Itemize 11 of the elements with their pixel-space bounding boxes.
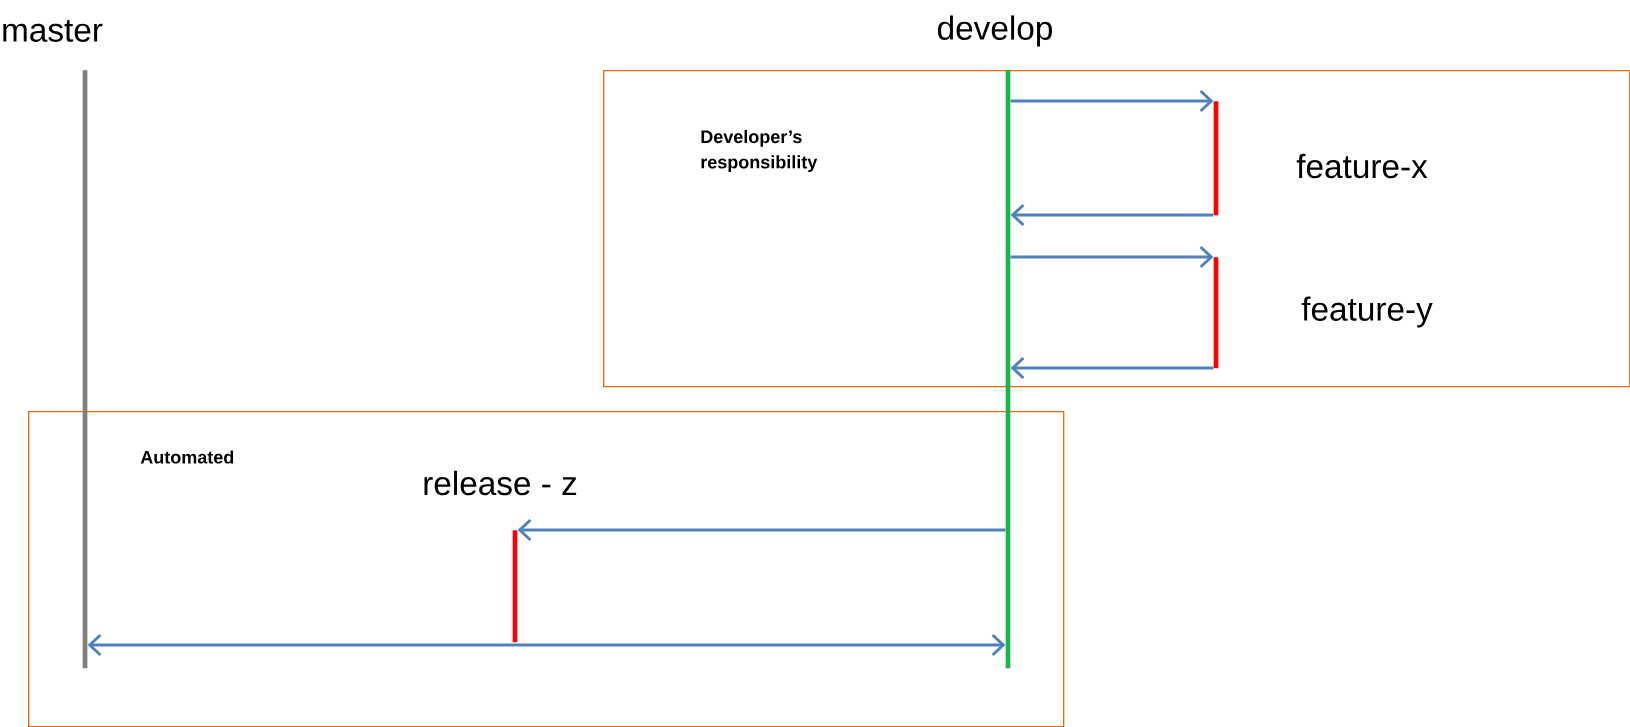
- arrow: [1010, 89, 1214, 113]
- branch-label: develop: [938, 15, 1052, 47]
- arrow: [1010, 356, 1214, 380]
- arrow: [1010, 245, 1214, 269]
- branch-label: feature-x: [1296, 153, 1428, 179]
- arrow: [517, 518, 1006, 542]
- branch-label: feature-y: [1301, 296, 1433, 328]
- branch-label: master: [3, 20, 103, 42]
- arrow: [1010, 203, 1214, 227]
- branch-label: release - z: [424, 470, 577, 496]
- arrow: [87, 633, 1006, 657]
